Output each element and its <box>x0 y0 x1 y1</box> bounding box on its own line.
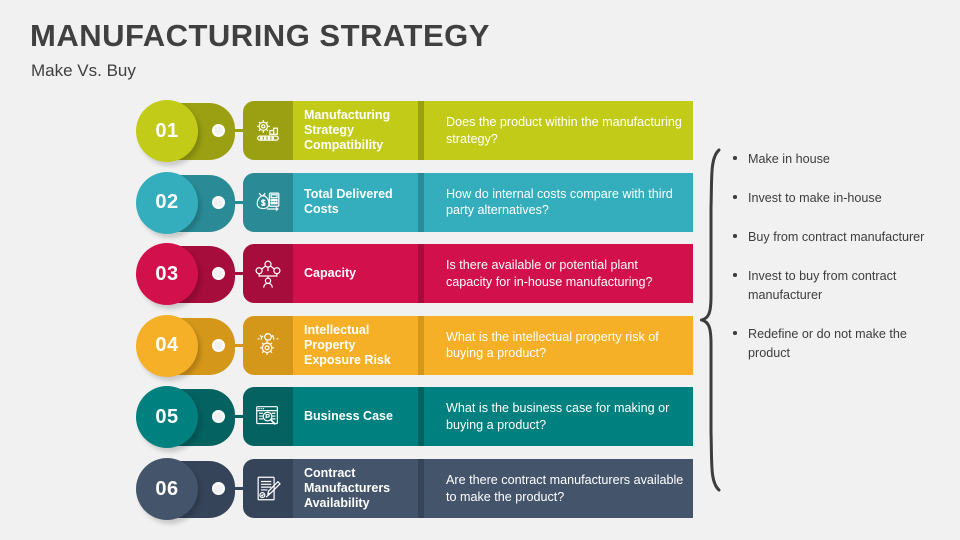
connector-line <box>219 129 251 132</box>
step-number: 02 <box>155 191 179 214</box>
outcome-label: Invest to buy from contract manufacturer <box>748 269 897 302</box>
outcome-label: Redefine or do not make the product <box>748 327 907 360</box>
process-row[interactable]: 04 Intellectual Property Exposure Risk W… <box>0 314 700 381</box>
step-description: What is the business case for making or … <box>446 401 670 432</box>
outcome-label: Invest to make in-house <box>748 191 882 205</box>
step-description-panel[interactable]: Does the product within the manufacturin… <box>424 101 693 160</box>
step-number-badge[interactable]: 06 <box>136 458 198 520</box>
outcome-item: Buy from contract manufacturer <box>731 228 946 247</box>
process-row[interactable]: 01 Manufacturing Strategy Compatibility … <box>0 100 700 166</box>
step-label: Contract Manufacturers Availability <box>304 466 391 510</box>
bullet-dot <box>733 331 737 335</box>
bullet-dot <box>733 156 737 160</box>
page-subtitle: Make Vs. Buy <box>31 61 136 80</box>
gear-idea-icon <box>243 315 293 375</box>
step-number: 04 <box>155 334 179 357</box>
money-bag-calculator-icon <box>243 172 293 232</box>
connector-line <box>219 343 251 347</box>
bullet-dot <box>733 195 737 199</box>
connector-line <box>219 272 251 276</box>
step-description-panel[interactable]: Are there contract manufacturers availab… <box>424 459 693 518</box>
step-description-panel[interactable]: What is the business case for making or … <box>424 387 693 447</box>
step-label: Intellectual Property Exposure Risk <box>304 322 391 367</box>
step-number-badge[interactable]: 03 <box>136 243 198 306</box>
step-description-panel[interactable]: How do internal costs compare with third… <box>424 172 693 232</box>
connector-dot <box>212 124 225 137</box>
outcome-item: Make in house <box>731 150 946 169</box>
outcome-item: Redefine or do not make the product <box>731 325 946 363</box>
process-row[interactable]: 05 Business Case What is the business ca… <box>0 386 700 453</box>
step-label-panel[interactable]: Intellectual Property Exposure Risk <box>293 315 418 375</box>
step-number: 03 <box>155 262 179 285</box>
connector-line <box>219 200 251 204</box>
outcome-item: Invest to buy from contract manufacturer <box>731 267 946 305</box>
step-label: Total Delivered Costs <box>304 187 393 217</box>
curly-brace-icon <box>700 148 721 492</box>
capacity-network-icon <box>243 244 293 304</box>
step-number-badge[interactable]: 04 <box>136 314 198 377</box>
connector-line <box>219 415 251 419</box>
step-description: Does the product within the manufacturin… <box>446 115 682 146</box>
outcome-item: Invest to make in-house <box>731 189 946 208</box>
step-label: Business Case <box>304 409 393 424</box>
connector-dot <box>212 482 225 495</box>
step-label-panel[interactable]: Contract Manufacturers Availability <box>293 459 418 518</box>
connector-dot <box>212 195 225 209</box>
step-number: 01 <box>155 119 179 142</box>
step-description-panel[interactable]: Is there available or potential plant ca… <box>424 244 693 304</box>
process-row[interactable]: 03 Capacity Is there available or potent… <box>0 243 700 310</box>
step-label: Capacity <box>304 266 357 281</box>
contract-signature-icon <box>243 459 293 518</box>
bullet-dot <box>733 234 737 238</box>
bullet-dot <box>733 273 737 277</box>
connector-dot <box>212 338 225 352</box>
document-magnifier-icon <box>243 387 293 447</box>
connector-dot <box>212 267 225 281</box>
process-row[interactable]: 02 Total Delivered Costs How do internal… <box>0 171 700 238</box>
step-description-panel[interactable]: What is the intellectual property risk o… <box>424 315 693 375</box>
step-description: Are there contract manufacturers availab… <box>446 473 684 504</box>
step-description: What is the intellectual property risk o… <box>446 329 659 361</box>
outcome-label: Buy from contract manufacturer <box>748 230 925 244</box>
step-label-panel[interactable]: Business Case <box>293 387 418 447</box>
page-title: MANUFACTURING STRATEGY <box>30 18 490 53</box>
step-number-badge[interactable]: 05 <box>136 386 198 449</box>
step-number-badge[interactable]: 01 <box>136 100 198 162</box>
connector-dot <box>212 410 225 424</box>
step-label-panel[interactable]: Capacity <box>293 244 418 304</box>
outcome-label: Make in house <box>748 152 830 166</box>
step-label: Manufacturing Strategy Compatibility <box>304 108 391 152</box>
step-number-badge[interactable]: 02 <box>136 171 198 234</box>
connector-line <box>219 487 251 490</box>
step-label-panel[interactable]: Manufacturing Strategy Compatibility <box>293 101 418 160</box>
gear-conveyor-icon <box>243 101 293 160</box>
step-description: How do internal costs compare with third… <box>446 186 673 218</box>
outcomes-list: Make in house Invest to make in-house Bu… <box>731 150 946 383</box>
process-row[interactable]: 06 Contract Manufacturers Availability A… <box>0 458 700 524</box>
step-number: 06 <box>155 477 179 500</box>
step-label-panel[interactable]: Total Delivered Costs <box>293 172 418 232</box>
step-description: Is there available or potential plant ca… <box>446 258 653 289</box>
step-number: 05 <box>155 405 179 428</box>
